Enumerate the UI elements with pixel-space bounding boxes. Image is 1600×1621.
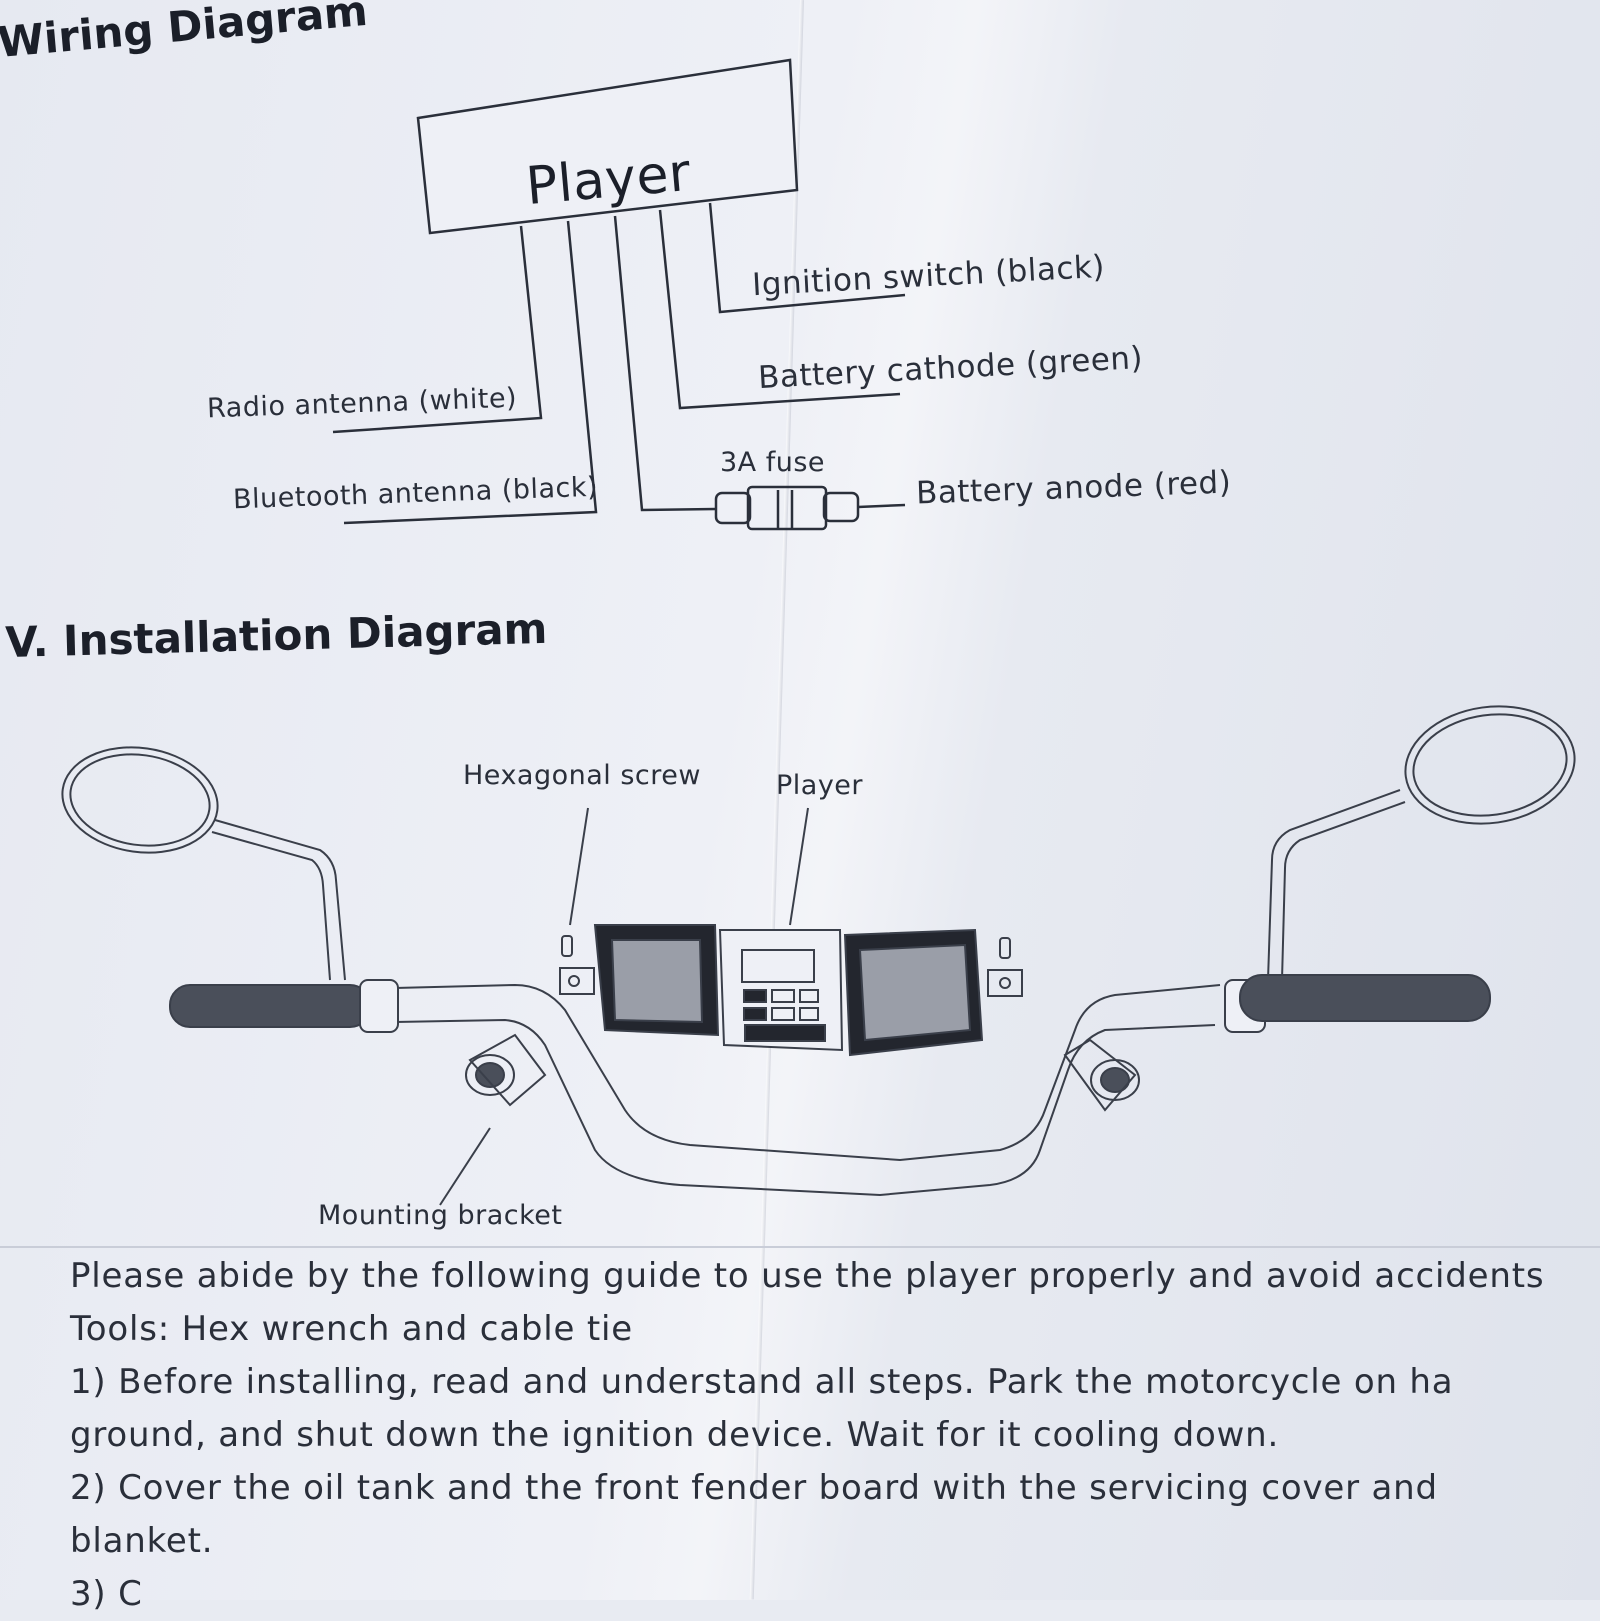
instructions-tools: Tools: Hex wrench and cable tie	[70, 1309, 633, 1349]
player-callout-line	[789, 807, 809, 926]
bluetooth-wire	[343, 220, 598, 525]
section-divider	[0, 1246, 1600, 1248]
right-mirror	[1404, 705, 1576, 825]
right-hexagonal-screw	[987, 937, 1023, 997]
instructions-intro: Please abide by the following guide to u…	[70, 1256, 1545, 1296]
player-callout-label: Player	[776, 770, 864, 801]
radio-wire	[332, 225, 543, 434]
instructions-step2-line2: blanket.	[70, 1521, 214, 1561]
anode-wire	[613, 215, 717, 512]
right-mounting-bracket	[1063, 1038, 1140, 1112]
left-mirror	[61, 746, 219, 854]
instructions-step1-line1: 1) Before installing, read and understan…	[70, 1362, 1454, 1402]
instructions-step2-line1: 2) Cover the oil tank and the front fend…	[70, 1468, 1438, 1508]
left-mounting-bracket	[465, 1033, 547, 1107]
mounting-bracket-label: Mounting bracket	[318, 1200, 563, 1231]
cathode-wire	[658, 209, 901, 410]
hexagonal-screw-label: Hexagonal screw	[463, 760, 701, 791]
left-mirror-stem	[211, 819, 346, 981]
player-box	[416, 58, 799, 235]
instructions-block: Please abide by the following guide to u…	[70, 1250, 1600, 1621]
right-grip	[1224, 974, 1491, 1033]
instructions-step1-line2: ground, and shut down the ignition devic…	[70, 1415, 1280, 1455]
instructions-step3-partial: 3) C	[70, 1574, 143, 1614]
right-mirror-stem	[1267, 789, 1406, 981]
bracket-callout-line	[439, 1127, 491, 1206]
fuse-icon	[714, 485, 860, 531]
handlebar-tube	[394, 983, 1221, 1197]
left-hexagonal-screw	[559, 935, 595, 995]
anode-wire-end	[857, 503, 906, 509]
hex-screw-callout-line	[569, 807, 589, 926]
player-unit	[593, 924, 984, 1057]
left-grip	[169, 979, 399, 1033]
fuse-label: 3A fuse	[720, 447, 826, 478]
ignition-wire	[708, 202, 906, 314]
